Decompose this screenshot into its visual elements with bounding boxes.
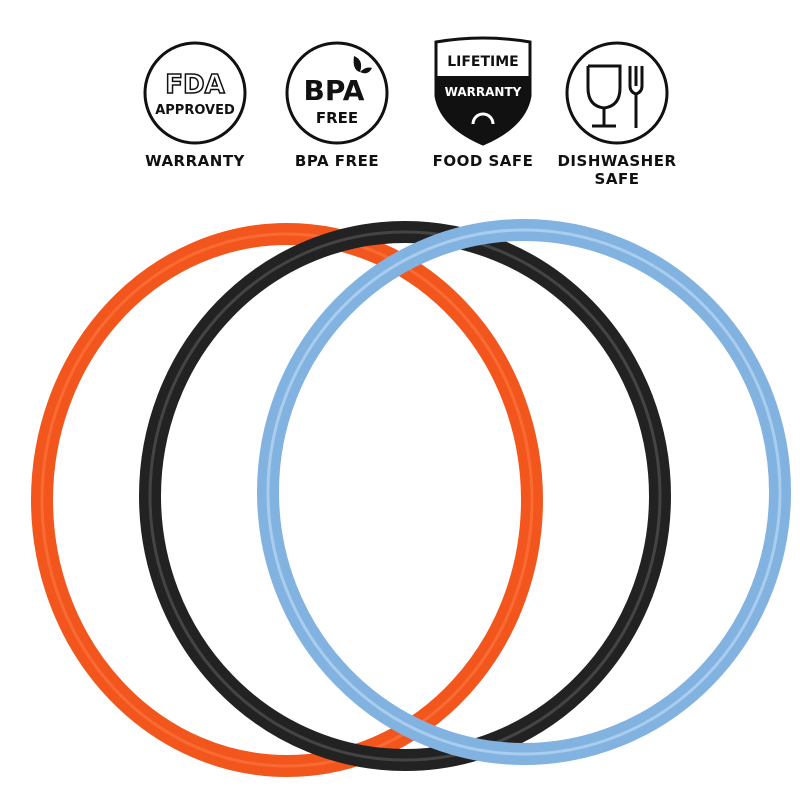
svg-text:FDA: FDA [165,70,224,100]
blue-ring-highlight [266,228,782,756]
glass-fork-icon [565,41,669,145]
svg-text:WARRANTY: WARRANTY [445,85,522,99]
label-line1: DISHWASHER [557,152,677,170]
svg-text:APPROVED: APPROVED [155,103,235,118]
bpa-free-icon: BPA FREE [285,41,389,145]
svg-text:LIFETIME: LIFETIME [447,54,519,70]
svg-text:FREE: FREE [316,109,358,127]
food-safe-label: FOOD SAFE [432,152,534,170]
black-ring-highlight [148,230,662,762]
label-line2: SAFE [594,170,640,188]
orange-ring [31,223,543,777]
fda-approved-icon: FDA APPROVED [143,41,247,145]
warranty-label: WARRANTY [145,152,245,170]
bpa-free-label: BPA FREE [294,152,380,170]
svg-text:BPA: BPA [304,74,365,107]
orange-ring-highlight [40,232,534,768]
lifetime-warranty-shield-icon: LIFETIME WARRANTY [434,36,532,146]
black-ring [139,221,671,771]
